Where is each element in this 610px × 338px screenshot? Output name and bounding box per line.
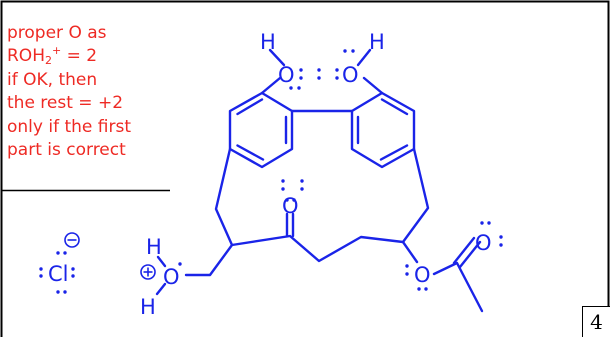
formal-charges (64, 232, 156, 280)
ester-ring-o: O (414, 263, 431, 287)
ketone-o: O (282, 194, 299, 218)
score-box: 4 (582, 306, 610, 337)
left-ring-inner-bond (236, 144, 265, 161)
atom-labels: H O H O O H O H O O Cl (48, 30, 492, 319)
acetate-carbonyl (452, 236, 476, 265)
oxonium-h-top: H (146, 235, 162, 259)
note-line: if OK, then (7, 69, 98, 90)
chloride-cl: Cl (48, 262, 69, 286)
oh-bond-left (268, 48, 286, 67)
right-ring-inner-bond (380, 98, 409, 116)
macrocycle-chain (214, 147, 430, 263)
negative-charge-icon (64, 232, 80, 248)
note-line: ROH2+ = 2 (7, 44, 98, 68)
oh-bond-right (356, 48, 372, 67)
left-ring-inner-bond (236, 98, 264, 116)
phenol-left-o: O (278, 63, 295, 87)
note-line: part is correct (7, 140, 126, 161)
left-aromatic-ring (228, 91, 294, 169)
oxonium-h-bottom: H (140, 295, 156, 319)
note-line: only if the first (7, 116, 131, 137)
grading-note: proper O as ROH2+ = 2 if OK, then the re… (7, 22, 131, 162)
acetate-chain (432, 261, 484, 313)
phenol-right-h: H (369, 30, 385, 54)
oxonium-o: O (163, 265, 180, 289)
ch2-oxonium-branch (184, 243, 234, 277)
lone-pairs (39, 49, 503, 294)
note-line: proper O as (7, 23, 107, 43)
right-ring-inner-bond (379, 144, 409, 161)
positive-charge-icon (140, 264, 156, 280)
phenol-left-bond (260, 76, 282, 95)
phenol-right-o: O (342, 63, 359, 87)
oxonium-h-bond (155, 282, 167, 296)
note-line: the rest = +2 (7, 93, 124, 114)
right-aromatic-ring (350, 91, 416, 169)
molecule (155, 48, 484, 313)
oxonium-h-bond (156, 255, 167, 268)
acetate-carbonyl (458, 240, 482, 269)
phenol-left-h: H (260, 30, 276, 54)
phenol-right-bond (362, 76, 384, 95)
ester-carbonyl-o: O (475, 231, 492, 255)
ester-o-bond (401, 240, 419, 264)
